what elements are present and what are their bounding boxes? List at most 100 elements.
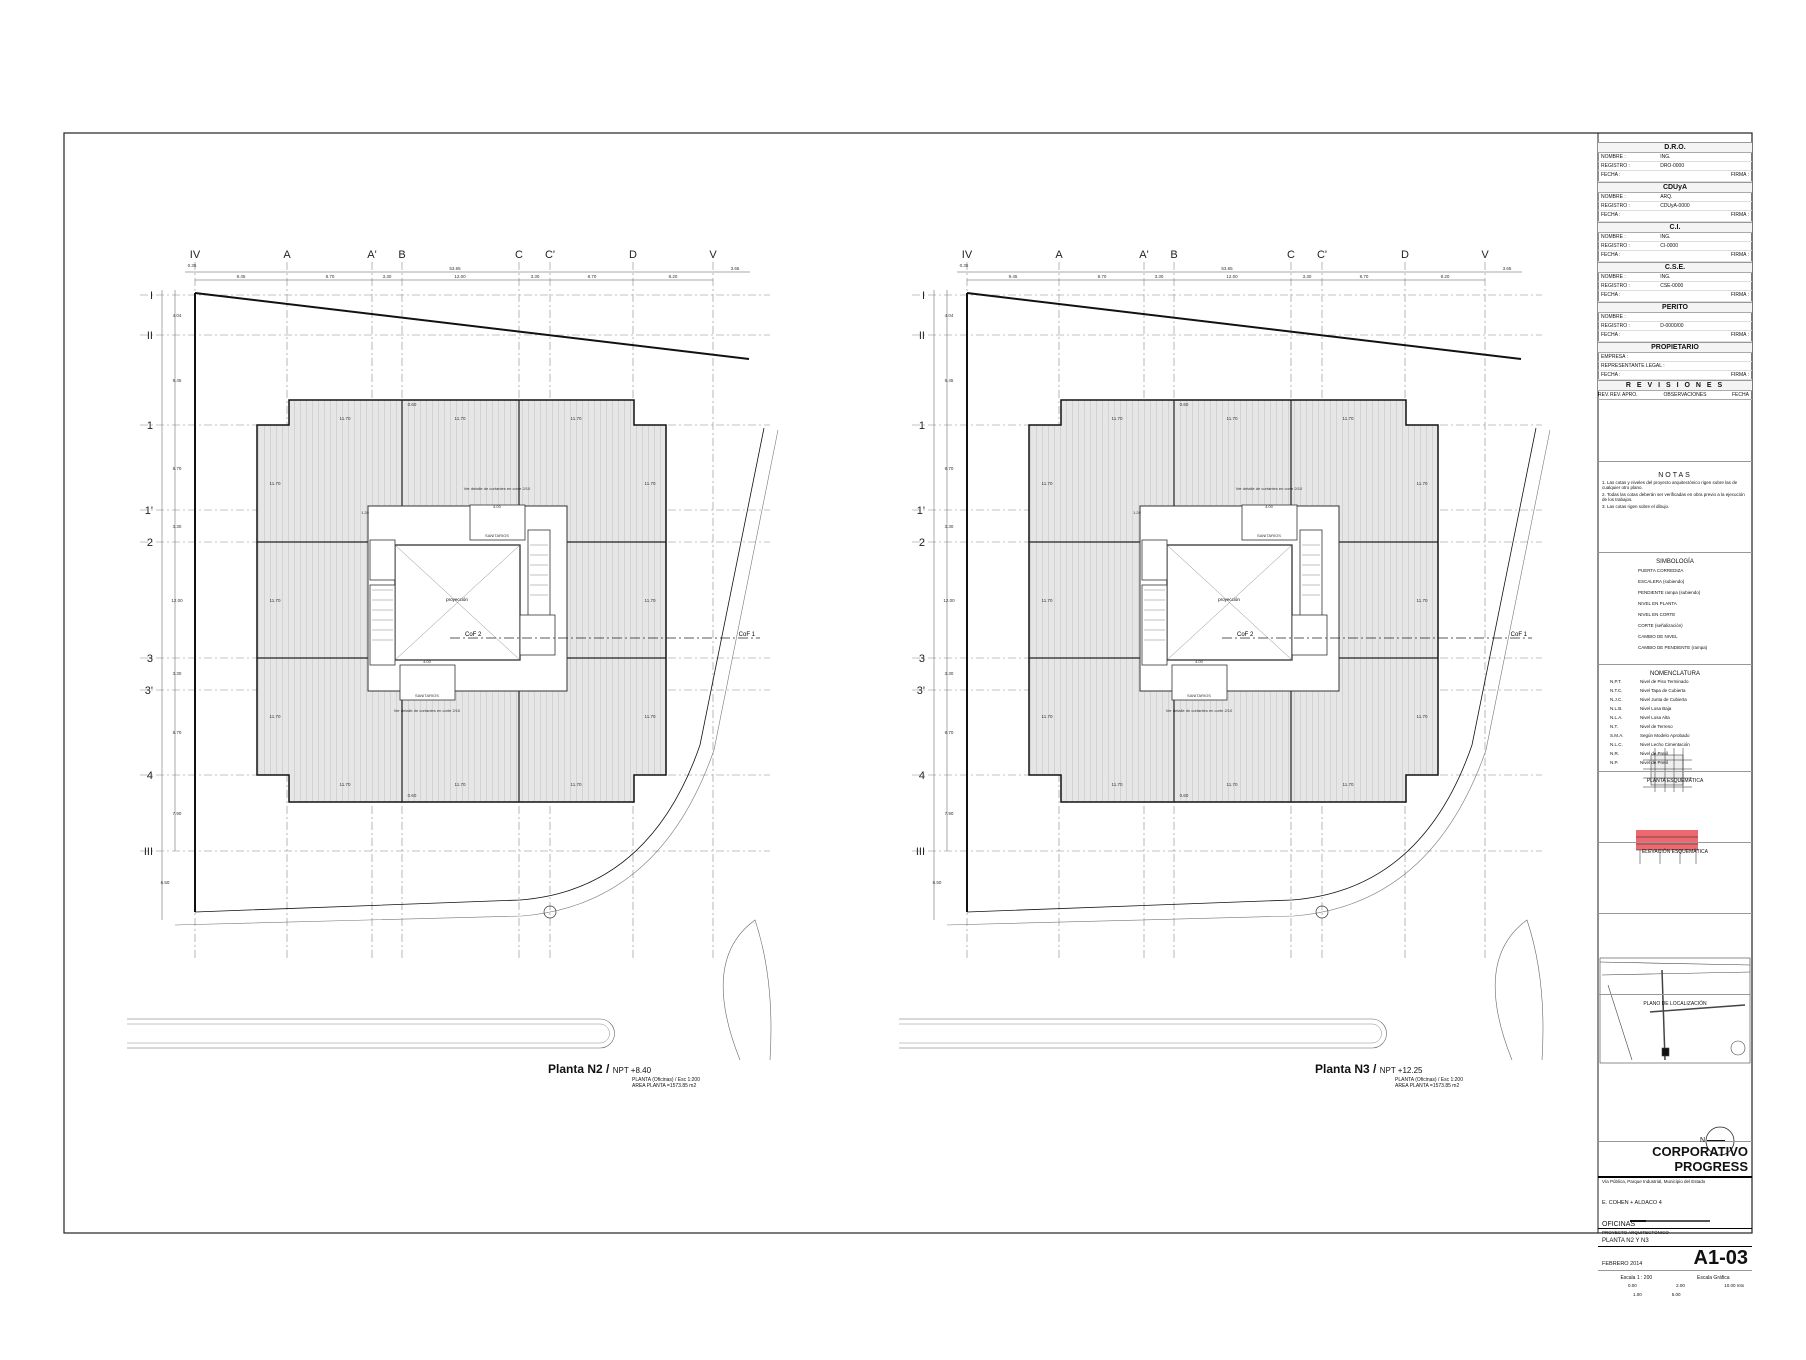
svg-text:11.70: 11.70 [571, 416, 582, 421]
sheet-border [63, 132, 1753, 1234]
section-label: CoF 2 [465, 632, 482, 638]
schematic-elevation-section: ELEVACIÓN ESQUEMÁTICA [1598, 843, 1752, 914]
signature-block: CDUyA NOMBRE :ARQ. REGISTRO :CDUyA-0000 … [1598, 183, 1752, 223]
svg-text:1': 1' [145, 505, 153, 517]
svg-text:3.30: 3.30 [383, 274, 392, 279]
svg-text:D: D [629, 249, 637, 261]
grid-column-labels: IV A A' B C C' D V [190, 249, 718, 261]
svg-text:SANITARIOS: SANITARIOS [485, 533, 509, 538]
section-label-right: CoF 1 [739, 632, 756, 638]
nomenclature-item: N.L.C.Nivel Lecho Cimentación [1610, 742, 1690, 747]
svg-text:0.35: 0.35 [188, 263, 197, 268]
svg-text:11.70: 11.70 [270, 714, 281, 719]
svg-text:11.70: 11.70 [455, 416, 466, 421]
void-diagonals [394, 544, 521, 661]
plan-title-n3: Planta N3 / NPT +12.25 [1315, 1062, 1423, 1076]
svg-text:3: 3 [147, 653, 153, 665]
svg-text:V: V [709, 249, 717, 261]
svg-text:0.60: 0.60 [408, 402, 417, 407]
svg-text:8.70: 8.70 [173, 730, 182, 735]
nomenclature-item: N.P.T.Nivel de Piso Terminado [1610, 679, 1689, 684]
plan-title-n2: Planta N2 / NPT +8.40 [548, 1062, 652, 1076]
signature-block: C.S.E. NOMBRE :ING. REGISTRO :CSE-0000 F… [1598, 263, 1752, 303]
svg-text:IV: IV [190, 249, 201, 261]
svg-text:3.30: 3.30 [173, 671, 182, 676]
nomenclature-item: N.T.C.Nivel Tapa de Cubierta [1610, 688, 1686, 693]
svg-text:11.70: 11.70 [340, 416, 351, 421]
title-block: D.R.O. NOMBRE :ING. REGISTRO :DRO-0000 F… [1598, 133, 1752, 1297]
svg-text:3': 3' [145, 685, 153, 697]
svg-text:8.70: 8.70 [326, 274, 335, 279]
owner-block: PROPIETARIO EMPRESA : REPRESENTANTE LEGA… [1598, 343, 1752, 381]
svg-text:1.20: 1.20 [361, 510, 370, 515]
symbology-item: CAMBIO DE NIVEL [1638, 634, 1678, 639]
bay-dimensions: 11.70 11.70 11.70 11.70 11.70 11.70 11.70 11… [270, 402, 656, 798]
svg-text:11.70: 11.70 [645, 598, 656, 603]
svg-text:9.45: 9.45 [173, 378, 182, 383]
nomenclature-item: S.M.A.Según Modelo Aprobado [1610, 733, 1690, 738]
svg-text:12.00: 12.00 [171, 598, 183, 603]
symbology-item: NIVEL EN CORTE [1638, 612, 1676, 617]
svg-text:11.70: 11.70 [645, 714, 656, 719]
svg-text:A': A' [367, 249, 376, 261]
schematic-elevation-highlight [1636, 830, 1698, 850]
signature-block: D.R.O. NOMBRE :ING. REGISTRO :DRO-0000 F… [1598, 143, 1752, 183]
nomenclature-item: N.J.C.Nivel Junta de Cubierta [1610, 697, 1687, 702]
svg-text:8.70: 8.70 [588, 274, 597, 279]
project-name: CORPORATIVO PROGRESS [1598, 1142, 1752, 1178]
graphic-scale-bar [1630, 1220, 1710, 1222]
nomenclature-item: N.L.A.Nivel Losa Alta [1610, 715, 1670, 720]
svg-text:4: 4 [147, 770, 153, 782]
project-info: CORPORATIVO PROGRESS Vía Pública, Parque… [1598, 1142, 1752, 1297]
svg-text:8.70: 8.70 [173, 466, 182, 471]
svg-text:6.50: 6.50 [161, 880, 170, 885]
nomenclature-section: NOMENCLATURA N.P.T.Nivel de Piso Termina… [1598, 665, 1752, 772]
svg-text:SANITARIOS: SANITARIOS [415, 693, 439, 698]
svg-text:11.70: 11.70 [270, 481, 281, 486]
site-boundary [127, 292, 779, 1061]
symbology-item: ESCALERA (subiendo) [1638, 579, 1685, 584]
grid-row-labels: III 11' 23 3'4 III [144, 290, 153, 858]
svg-text:II: II [147, 330, 153, 342]
nomenclature-item: N.R.Nivel de Pretil [1610, 751, 1668, 756]
symbology-item: NIVEL EN PLANTA [1638, 601, 1677, 606]
svg-text:11.70: 11.70 [645, 481, 656, 486]
svg-text:11.70: 11.70 [340, 782, 351, 787]
svg-text:B: B [398, 249, 405, 261]
svg-text:A: A [283, 249, 291, 261]
revisions-table: R E V I S I O N E S REV.REV.APRO.OBSERVA… [1598, 381, 1752, 462]
svg-text:11.70: 11.70 [455, 782, 466, 787]
svg-text:C: C [515, 249, 523, 261]
north-label: N [1700, 1137, 1706, 1144]
symbology-item: CAMBIO DE PENDIENTE (rampa) [1638, 645, 1708, 650]
nomenclature-item: N.P.Nivel de Pretil [1610, 760, 1668, 765]
svg-text:4.00: 4.00 [493, 504, 502, 509]
signature-block: PERITO NOMBRE : REGISTRO :D-0000/00 FECH… [1598, 303, 1752, 343]
symbology-item: PUERTA CORREDIZA [1638, 568, 1684, 573]
svg-text:3.30: 3.30 [531, 274, 540, 279]
signature-block: C.I. NOMBRE :ING. REGISTRO :CI-0000 FECH… [1598, 223, 1752, 263]
svg-text:11.70: 11.70 [571, 782, 582, 787]
svg-text:7.90: 7.90 [173, 811, 182, 816]
location-plan-section: PLANO DE LOCALIZACIÓN [1598, 995, 1752, 1142]
svg-text:2: 2 [147, 537, 153, 549]
dimension-lines [161, 271, 750, 920]
svg-text:3.30: 3.30 [173, 524, 182, 529]
svg-text:0.60: 0.60 [408, 793, 417, 798]
svg-text:4.00: 4.00 [423, 659, 432, 664]
svg-text:C': C' [545, 249, 555, 261]
location-map [1599, 957, 1751, 1064]
signature-blocks: D.R.O. NOMBRE :ING. REGISTRO :DRO-0000 F… [1598, 143, 1752, 343]
nomenclature-item: N.L.B.Nivel Losa Baja [1610, 706, 1672, 711]
svg-text:Ver detalle de cortantes en co: Ver detalle de cortantes en corte 2/10 [464, 486, 531, 491]
svg-text:III: III [144, 846, 153, 858]
schematic-plan-section: PLANTA ESQUEMÁTICA [1598, 772, 1752, 843]
svg-text:4.04: 4.04 [173, 313, 182, 318]
svg-text:9.45: 9.45 [237, 274, 246, 279]
sheet-number: A1-03 [1693, 1247, 1748, 1269]
